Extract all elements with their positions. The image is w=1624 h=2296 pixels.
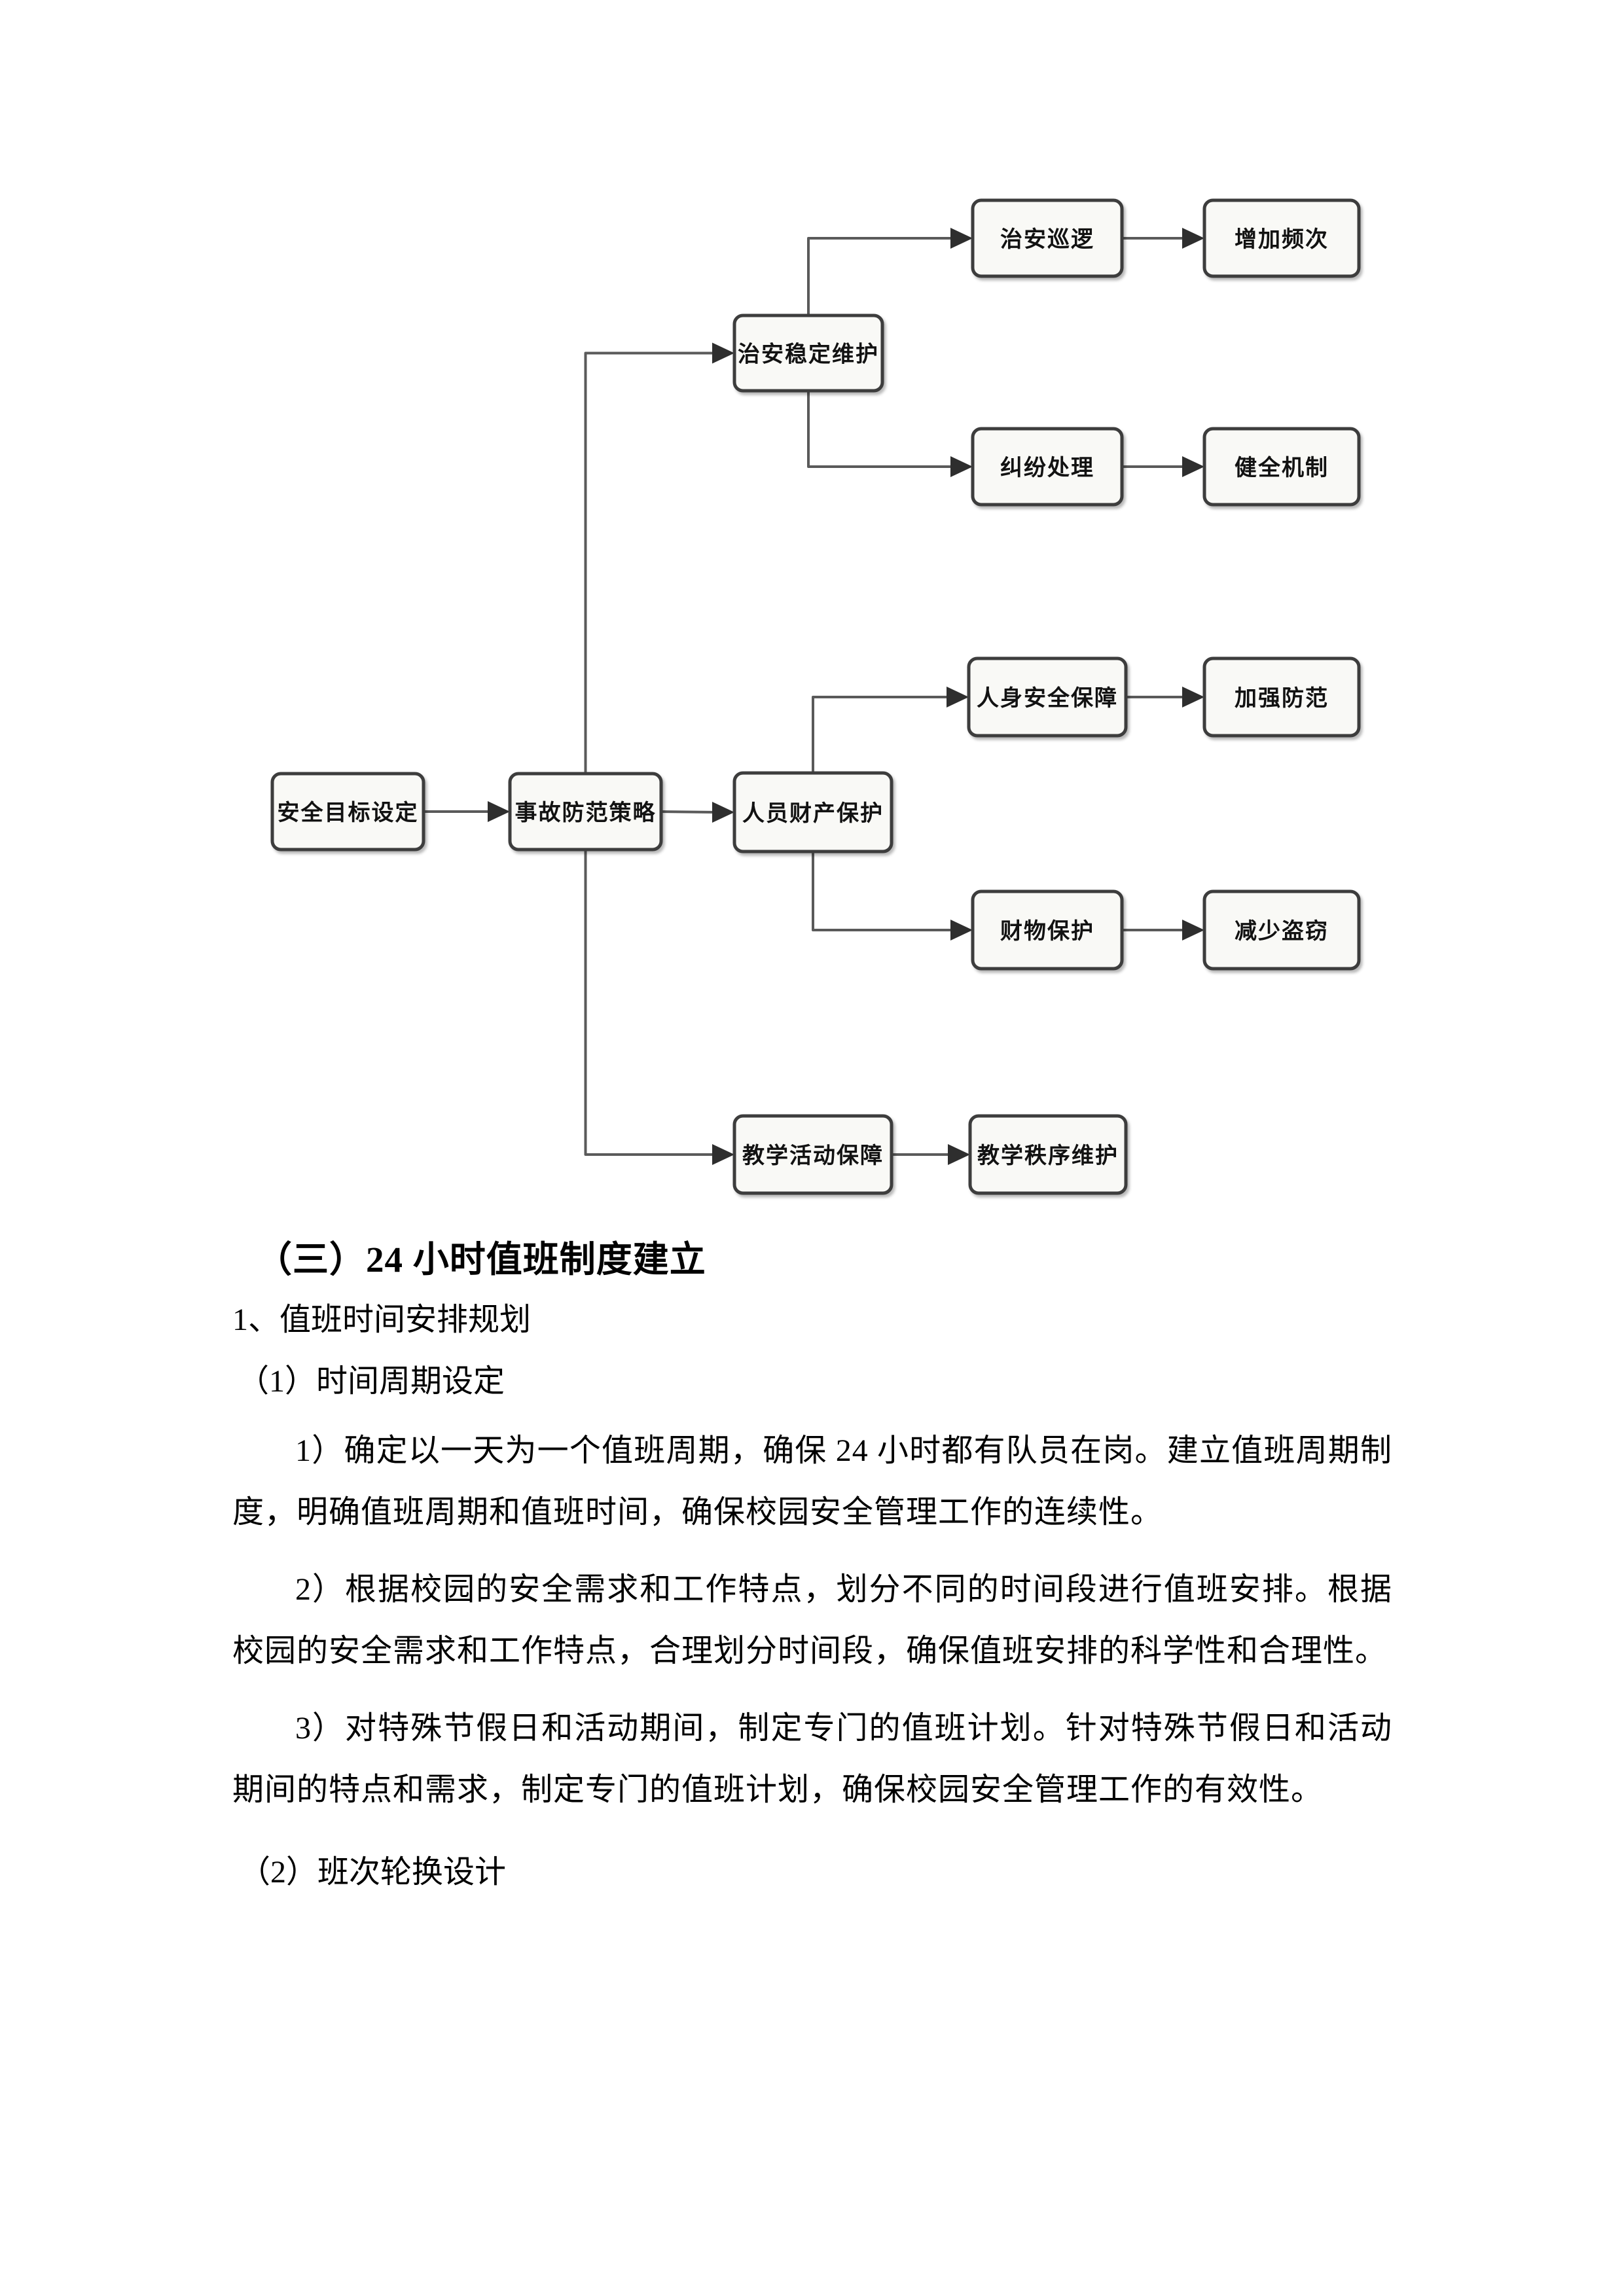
flow-node-dispute: 纠纷处理 <box>971 427 1124 507</box>
flow-node-order: 教学秩序维护 <box>968 1114 1128 1195</box>
flow-node-label: 人员财产保护 <box>742 801 884 826</box>
document-body: （三）24 小时值班制度建立 1、值班时间安排规划 （1）时间周期设定 1）确定… <box>232 1230 1392 1903</box>
flow-node-teaching: 教学活动保障 <box>732 1114 893 1195</box>
flow-node-label: 减少盗窃 <box>1235 919 1329 944</box>
subsection-heading-1: 1、值班时间安排规划 <box>232 1302 532 1337</box>
flow-node-patrol: 治安巡逻 <box>971 198 1124 278</box>
section-heading: （三）24 小时值班制度建立 <box>256 1240 706 1280</box>
arrowhead-icon <box>712 342 734 364</box>
flow-edge-strategy-teaching <box>584 850 716 1156</box>
flow-edge-security-dispute <box>807 391 954 468</box>
arrowhead-icon <box>948 1144 970 1165</box>
paragraph-1: 1）确定以一天为一个值班周期，确保 24 小时都有队员在岗。建立值班周期制度，明… <box>232 1433 1392 1530</box>
arrowhead-icon <box>950 456 973 477</box>
arrowhead-icon <box>488 801 510 822</box>
arrowhead-icon <box>947 687 969 708</box>
flow-node-theft: 减少盗窃 <box>1202 889 1361 971</box>
arrowhead-icon <box>950 920 973 941</box>
flow-node-label: 健全机制 <box>1235 455 1329 480</box>
arrowhead-icon <box>1182 228 1204 249</box>
subsection-heading-2: （1）时间周期设定 <box>238 1364 505 1399</box>
flow-node-label: 教学活动保障 <box>742 1143 884 1168</box>
paragraph-3: 3）对特殊节假日和活动期间，制定专门的值班计划。针对特殊节假日和活动期间的特点和… <box>232 1711 1392 1807</box>
flow-node-label: 事故防范策略 <box>515 800 657 825</box>
flow-node-label: 治安巡逻 <box>1000 227 1094 252</box>
flow-node-property: 财物保护 <box>971 889 1124 971</box>
flow-node-mech: 健全机制 <box>1202 427 1361 507</box>
arrowhead-icon <box>1182 456 1204 477</box>
flow-node-label: 增加频次 <box>1235 227 1329 252</box>
paragraph-2: 2）根据校园的安全需求和工作特点，划分不同的时间段进行值班安排。根据校园的安全需… <box>232 1572 1392 1668</box>
flow-node-prevent: 加强防范 <box>1202 656 1361 738</box>
flow-edge-strategy-security <box>584 351 716 774</box>
flow-node-label: 教学秩序维护 <box>977 1143 1119 1168</box>
flow-node-label: 人身安全保障 <box>977 685 1118 711</box>
flow-node-label: 治安稳定维护 <box>738 342 879 367</box>
arrowhead-icon <box>1182 687 1204 708</box>
flow-node-goal: 安全目标设定 <box>270 772 425 852</box>
arrowhead-icon <box>950 228 973 249</box>
flow-edge-people-property <box>812 852 954 931</box>
flow-node-strategy: 事故防范策略 <box>508 772 663 852</box>
flow-node-people: 人员财产保护 <box>732 771 893 853</box>
arrowhead-icon <box>1182 920 1204 941</box>
flow-edge-security-patrol <box>807 237 954 315</box>
arrowhead-icon <box>712 1144 734 1165</box>
flow-node-personal: 人身安全保障 <box>967 656 1128 738</box>
flow-node-freq: 增加频次 <box>1202 198 1361 278</box>
flow-edge-people-personal <box>812 696 950 773</box>
flow-node-label: 纠纷处理 <box>1000 456 1094 480</box>
subsection-heading-3: （2）班次轮换设计 <box>239 1855 507 1890</box>
flow-node-security: 治安稳定维护 <box>732 314 884 393</box>
flow-node-label: 加强防范 <box>1235 686 1329 711</box>
flow-node-label: 财物保护 <box>1000 919 1094 944</box>
arrowhead-icon <box>712 802 734 823</box>
flow-node-label: 安全目标设定 <box>278 800 419 825</box>
